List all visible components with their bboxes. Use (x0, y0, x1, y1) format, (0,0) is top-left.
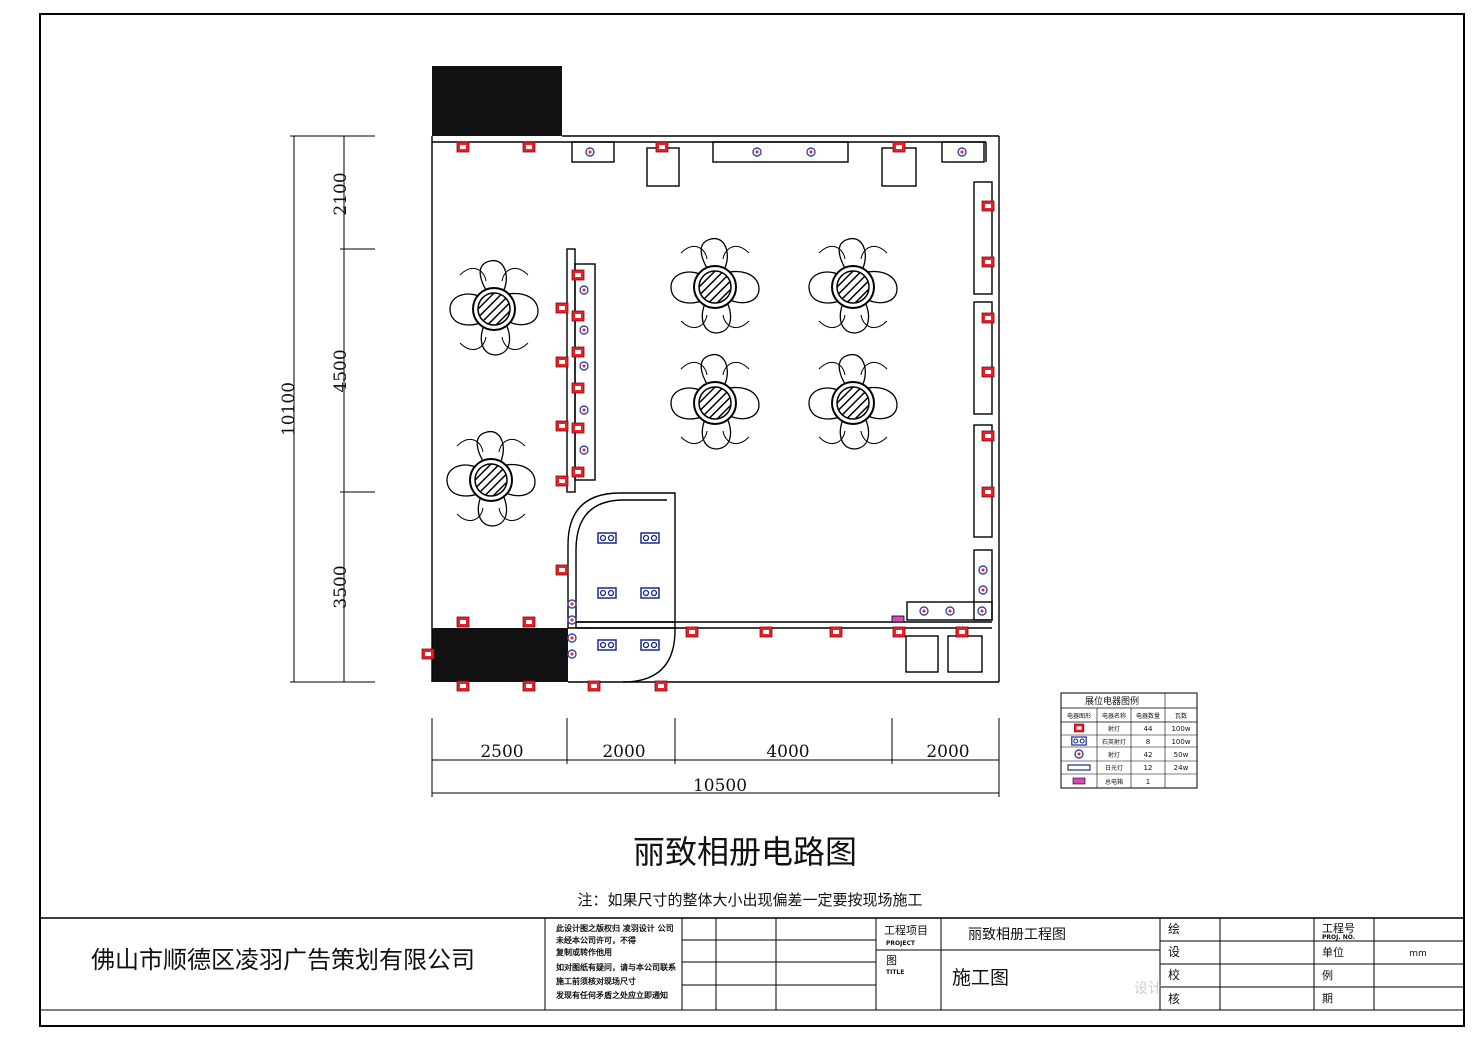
quartz-lamp-symbols (597, 532, 660, 651)
legend-row-name: 总电箱 (1105, 778, 1123, 786)
drawing-note: 注：如果尺寸的整体大小出现偏差一定要按现场施工 (577, 891, 922, 909)
drawing-label-en: TITLE (886, 969, 904, 976)
legend-row-name: 石英射灯 (1102, 738, 1126, 746)
company-name: 佛山市顺德区凌羽广告策划有限公司 (91, 946, 475, 974)
copyright-notice-line: 施工前须核对现场尺寸 (556, 976, 636, 986)
dim-left-total: 10100 (279, 382, 299, 436)
legend-row-qty: 44 (1144, 725, 1153, 733)
project-label: 工程项目 (884, 924, 928, 937)
drawing-title: 丽致相册电路图 (633, 833, 857, 871)
legend-row-name: 日光灯 (1105, 764, 1123, 772)
field-check: 设 (1168, 945, 1180, 959)
title-block-grid (40, 918, 1464, 1011)
legend-row-watt: 100w (1171, 738, 1190, 746)
dim-bottom-3: 4000 (766, 742, 809, 762)
copyright-notice-line: 发现有任何矛盾之处应立即通知 (555, 990, 668, 1000)
legend-row-watt: 50w (1174, 751, 1189, 759)
unit-value: mm (1409, 949, 1427, 959)
legend-row-qty: 12 (1144, 764, 1153, 772)
scale-label: 例 (1322, 968, 1333, 982)
watermark-text: 设计 (1134, 981, 1162, 997)
spot-lamp-symbols (567, 147, 988, 659)
legend-row-qty: 1 (1146, 778, 1150, 786)
legend-row-watt: 100w (1171, 725, 1190, 733)
left-dimension-lines (290, 135, 375, 683)
project-label-en: PROJECT (886, 940, 916, 947)
dim-left-3: 3500 (331, 565, 351, 608)
project-no-en: PROJ. NO. (1322, 934, 1355, 941)
drawing-name: 施工图 (952, 967, 1009, 989)
drawing-label: 图 (886, 954, 897, 967)
project-no-label: 工程号 (1322, 922, 1355, 935)
legend-row-name: 射灯 (1108, 725, 1120, 733)
copyright-notice-line: 复制或转作他用 (555, 947, 612, 957)
copyright-notice-line: 此设计图之版权归 凌羽设计 公司 (556, 923, 674, 933)
dim-bottom-1: 2500 (480, 742, 523, 762)
dim-left-2: 4500 (331, 349, 351, 392)
dim-bottom-4: 2000 (926, 742, 969, 762)
legend-header-name: 电器名称 (1102, 712, 1126, 720)
dim-left-1: 2100 (331, 172, 351, 215)
dim-bottom-total: 10500 (693, 776, 747, 796)
legend-header-symbol: 电器图形 (1067, 712, 1091, 720)
bottom-dimension-lines (431, 718, 1000, 797)
legend-row-qty: 42 (1144, 751, 1153, 759)
legend-title: 展位电器图例 (1085, 695, 1139, 707)
legend-header-watt: 瓦数 (1175, 712, 1187, 720)
legend-header-qty: 电器数量 (1136, 712, 1160, 720)
drawing-frame (39, 13, 1465, 1027)
legend-table (1060, 692, 1198, 789)
project-name: 丽致相册工程图 (968, 927, 1066, 943)
booth-outline (431, 135, 1000, 683)
legend-row-name: 射灯 (1108, 751, 1120, 759)
date-label: 期 (1322, 992, 1333, 1005)
field-draw: 绘 (1168, 921, 1180, 936)
copyright-notice-line: 如对图纸有疑问，请与本公司联系 (556, 962, 676, 972)
power-box-symbol (891, 615, 905, 623)
black-corner-block-bottom (432, 628, 568, 682)
unit-label: 单位 (1322, 945, 1344, 959)
field-approve: 核 (1168, 992, 1180, 1006)
table-sets (446, 237, 898, 527)
copyright-notice-line: 未经本公司许可，不得 (555, 935, 636, 945)
black-corner-block-top (432, 66, 562, 136)
legend-row-watt: 24w (1174, 764, 1189, 772)
field-review: 校 (1168, 967, 1180, 982)
dim-bottom-2: 2000 (602, 742, 645, 762)
legend-row-qty: 8 (1146, 738, 1150, 746)
